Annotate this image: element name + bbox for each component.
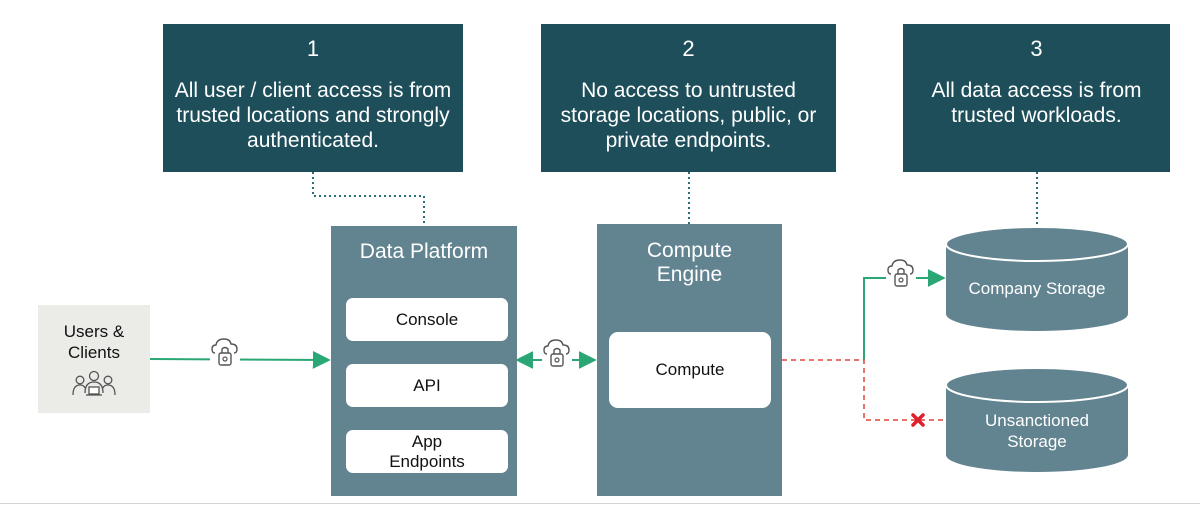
callout-2: 2 No access to untrusted storage locatio… xyxy=(541,24,836,172)
company-storage-label: Company Storage xyxy=(968,279,1106,298)
company-storage-cylinder xyxy=(945,226,1129,331)
callout-number: 2 xyxy=(682,36,695,61)
bottom-divider xyxy=(0,503,1200,504)
compute-to-company-storage-arrow xyxy=(863,269,946,360)
callout-number: 1 xyxy=(306,36,320,61)
cloud-lock-icon xyxy=(210,338,240,368)
users-group-icon xyxy=(72,370,116,396)
callout-text: All data access is from trusted workload… xyxy=(931,79,1142,127)
api-label: API xyxy=(413,375,441,395)
callout-1: 1 All user / client access is from trust… xyxy=(163,24,463,172)
console-label: Console xyxy=(395,309,459,329)
callout-text: No access to untrusted storage locations… xyxy=(560,79,817,152)
blocked-x-icon xyxy=(911,413,925,427)
compute-label: Compute xyxy=(655,360,725,379)
app-endpoints-item: App Endpoints xyxy=(346,430,508,473)
cloud-lock-icon xyxy=(886,259,916,289)
compute-engine-title: Compute Engine xyxy=(646,239,733,286)
callout-3: 3 All data access is from trusted worklo… xyxy=(903,24,1170,172)
console-item: Console xyxy=(346,298,508,341)
unsanctioned-storage-label: Unsanctioned Storage xyxy=(985,411,1089,451)
compute-item: Compute xyxy=(609,332,771,408)
unsanctioned-storage-cylinder xyxy=(945,367,1129,472)
callout-number: 3 xyxy=(1030,36,1043,61)
callout-1-leader xyxy=(312,172,425,226)
api-item: API xyxy=(346,364,508,407)
users-label: Users & Clients xyxy=(63,322,125,362)
cloud-lock-icon xyxy=(542,339,572,369)
users-clients-box: Users & Clients xyxy=(38,305,150,413)
compute-to-storage-dashed-line xyxy=(782,359,946,421)
data-platform-title: Data Platform xyxy=(359,240,489,263)
app-endpoints-label: App Endpoints xyxy=(389,431,465,471)
callout-text: All user / client access is from trusted… xyxy=(174,79,452,152)
